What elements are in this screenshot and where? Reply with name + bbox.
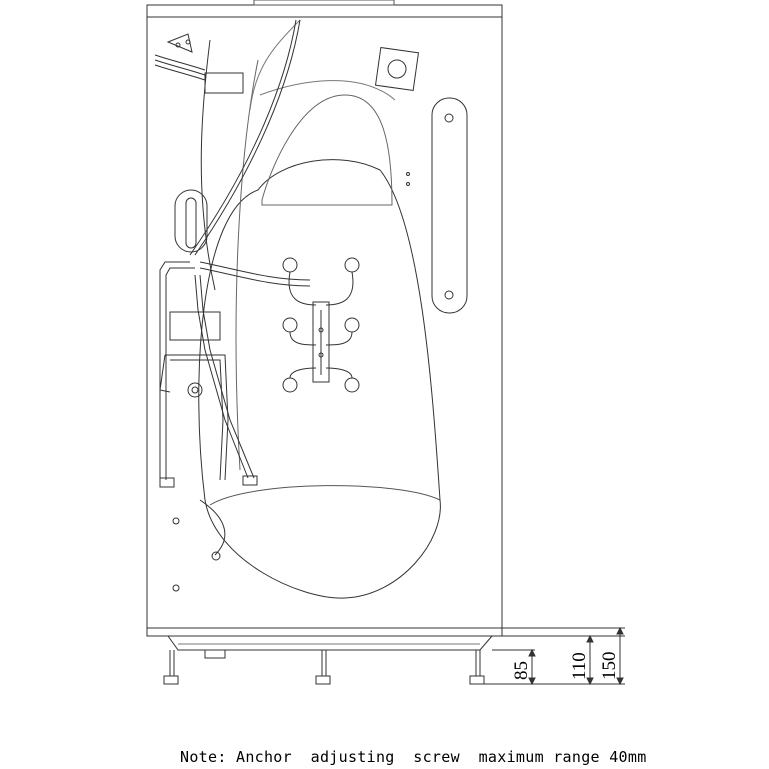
jet-cluster [282,257,360,393]
tub-outline [198,159,441,599]
dimension-85: 85 [511,661,532,680]
tub-rim [209,485,441,506]
side-slot [174,189,208,253]
anchor-foot-right [469,650,485,685]
vent-fixture [374,46,420,92]
tub-inner [261,94,393,206]
anchor-foot-left [163,650,179,685]
pipe-network [159,19,311,561]
dimension-150: 150 [599,652,620,681]
dimension-lines [484,626,625,686]
top-cap [253,0,395,6]
control-bracket [154,33,244,94]
tub-seat [259,80,396,101]
drain-outlet [204,649,226,659]
anchor-note: Note: Anchor adjusting screw maximum ran… [180,748,647,766]
anchor-foot-center [315,650,331,685]
grab-rail [431,97,468,314]
base-tray [146,627,503,637]
tub-wall [235,59,259,471]
dimension-110: 110 [569,652,590,680]
base-frame [167,635,493,651]
